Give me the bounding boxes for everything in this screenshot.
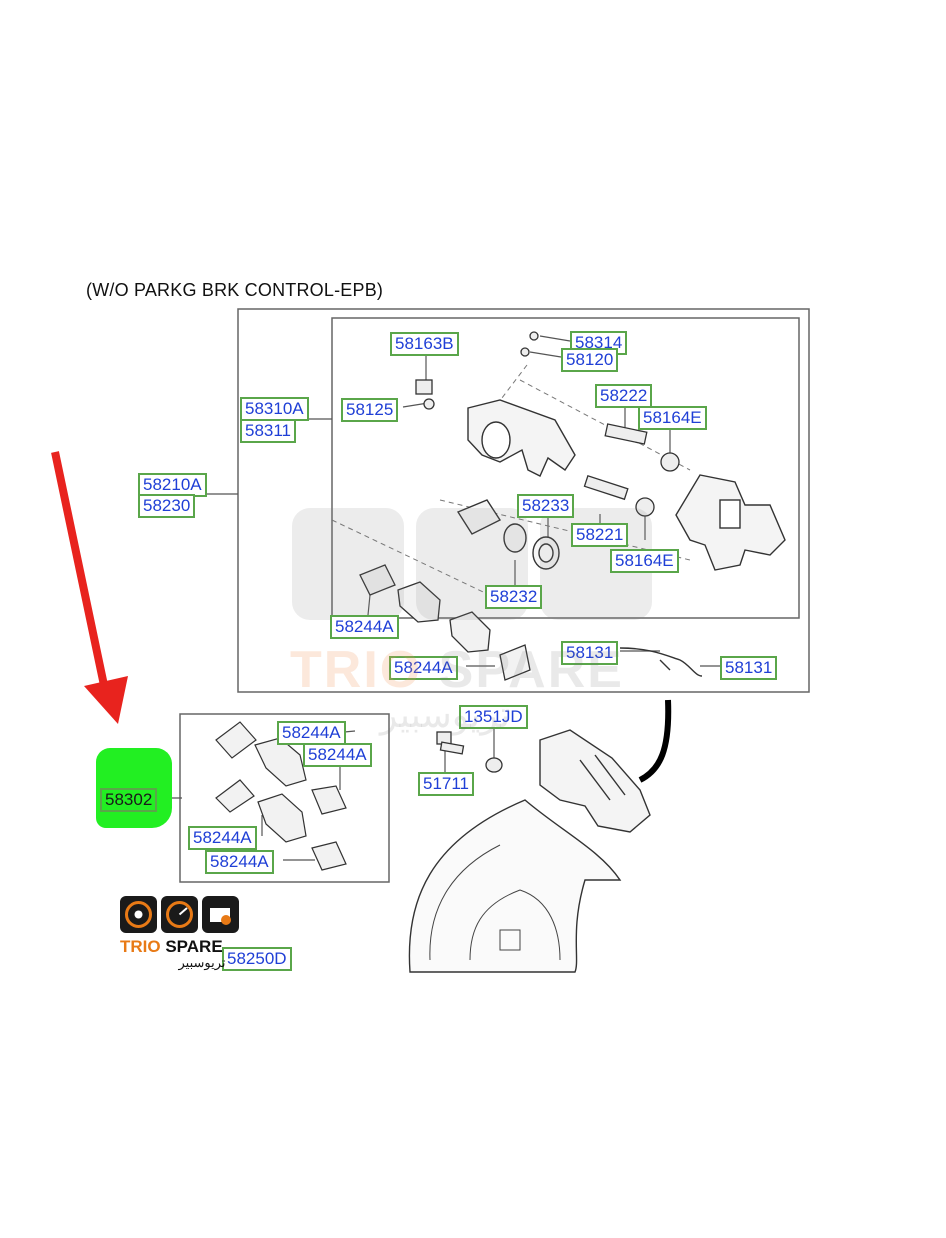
watermark-spare: SPARE bbox=[422, 641, 624, 699]
assembly-pointer-curve bbox=[638, 699, 672, 783]
gauge-icon bbox=[161, 896, 198, 933]
wear-sensor-wire bbox=[619, 647, 703, 677]
diagram-heading: (W/O PARKG BRK CONTROL-EPB) bbox=[86, 280, 384, 300]
mount-bolt-washer bbox=[436, 731, 503, 773]
guide-pins bbox=[415, 331, 680, 517]
part-callout-58244a[interactable]: 58244A bbox=[330, 615, 399, 639]
part-callout-58250d[interactable]: 58250D bbox=[222, 947, 292, 971]
watermark-text: TRIO SPARE bbox=[290, 640, 624, 700]
part-callout-58164e[interactable]: 58164E bbox=[610, 549, 679, 573]
part-callout-58302[interactable]: 58302 bbox=[100, 788, 158, 812]
part-callout-58244a[interactable]: 58244A bbox=[205, 850, 274, 874]
part-callout-58244a[interactable]: 58244A bbox=[277, 721, 346, 745]
logo-arabic: تريوسبير bbox=[178, 955, 226, 970]
part-callout-58232[interactable]: 58232 bbox=[485, 585, 543, 609]
part-callout-58233[interactable]: 58233 bbox=[517, 494, 575, 518]
part-callout-58120[interactable]: 58120 bbox=[561, 348, 619, 372]
inner-caliper-frame bbox=[331, 317, 800, 619]
part-callout-1351jd[interactable]: 1351JD bbox=[459, 705, 528, 729]
part-callout-58310a[interactable]: 58310A bbox=[240, 397, 309, 421]
caliper-bracket bbox=[675, 474, 786, 571]
part-callout-58164e[interactable]: 58164E bbox=[638, 406, 707, 430]
part-callout-58210a[interactable]: 58210A bbox=[138, 473, 207, 497]
watermark-icons bbox=[292, 508, 652, 620]
logo-trio: TRIO bbox=[120, 937, 161, 956]
part-callout-58244a[interactable]: 58244A bbox=[303, 743, 372, 767]
part-callout-58163b[interactable]: 58163B bbox=[390, 332, 459, 356]
brake-pads-main bbox=[359, 564, 531, 681]
part-callout-58222[interactable]: 58222 bbox=[595, 384, 653, 408]
piston-seals bbox=[456, 499, 560, 570]
part-callout-58125[interactable]: 58125 bbox=[341, 398, 399, 422]
part-callout-58221[interactable]: 58221 bbox=[571, 523, 629, 547]
rear-caliper-assembly bbox=[539, 729, 651, 833]
logo-wordmark: TRIO SPARE bbox=[120, 937, 250, 957]
caliper-body bbox=[467, 399, 576, 477]
logo-spare: SPARE bbox=[165, 937, 223, 956]
watermark-arabic: تريوسبير bbox=[380, 694, 511, 735]
red-arrow-pointer bbox=[51, 451, 128, 724]
brand-logo: TRIO SPARE تريوسبير bbox=[120, 896, 250, 976]
part-callout-58311[interactable]: 58311 bbox=[240, 419, 297, 443]
part-callout-58131[interactable]: 58131 bbox=[720, 656, 778, 680]
part-callout-58244a[interactable]: 58244A bbox=[389, 656, 458, 680]
pad-kit-parts bbox=[215, 721, 347, 871]
part-callout-58230[interactable]: 58230 bbox=[138, 494, 196, 518]
outer-assembly-frame bbox=[237, 308, 810, 693]
watermark-trio: TRIO bbox=[290, 641, 423, 699]
engine-icon bbox=[202, 896, 239, 933]
brake-disc-icon bbox=[120, 896, 157, 933]
part-callout-58244a[interactable]: 58244A bbox=[188, 826, 257, 850]
part-callout-58131[interactable]: 58131 bbox=[561, 641, 619, 665]
dust-shield bbox=[408, 799, 622, 973]
logo-icons bbox=[120, 896, 250, 933]
part-callout-51711[interactable]: 51711 bbox=[418, 772, 475, 796]
dust-shield-detail bbox=[429, 844, 561, 961]
